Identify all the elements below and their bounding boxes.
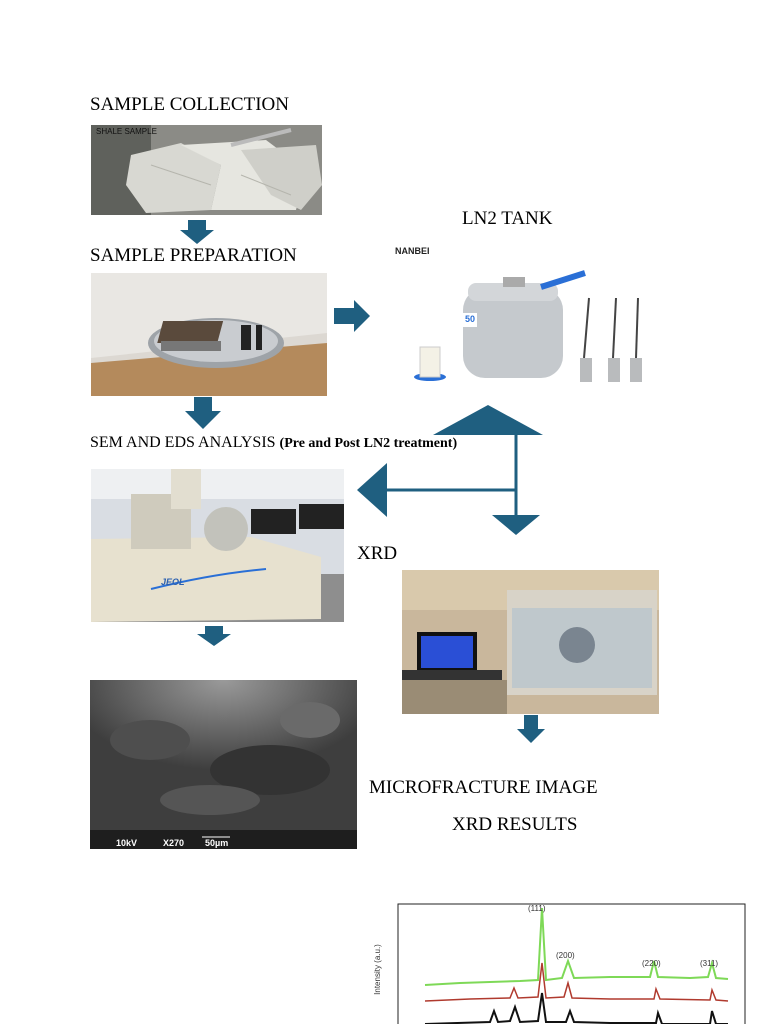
sem-instrument-photo: JEOL xyxy=(91,469,344,622)
label-sample-preparation: SAMPLE PREPARATION xyxy=(90,245,297,266)
label-sem-eds-note: (Pre and Post LN2 treatment) xyxy=(279,436,458,451)
xrd-peak-label-111: (111) xyxy=(528,904,546,913)
sample-preparation-photo xyxy=(91,273,327,396)
arrow-tank-connector xyxy=(357,405,543,535)
sem-brand-text: JEOL xyxy=(161,577,185,587)
label-xrd-results: XRD RESULTS xyxy=(452,814,578,835)
xrd-instrument-photo xyxy=(402,570,659,714)
xrd-peak-label-311: (311) xyxy=(700,959,719,968)
tank-brand-text: NANBEI xyxy=(395,246,430,256)
sem-micrograph-photo: 10kV X270 50µm xyxy=(90,680,357,849)
tank-badge-text: 50 xyxy=(465,314,476,324)
xrd-peak-label-220: (220) xyxy=(642,959,661,968)
xrd-peak-label-200: (200) xyxy=(556,951,575,960)
xrd-ylabel: Intensity (a.u.) xyxy=(372,944,382,995)
shale-sample-caption: SHALE SAMPLE xyxy=(96,127,157,136)
shale-sample-photo: SHALE SAMPLE xyxy=(91,125,322,215)
arrow-sem-to-micrograph xyxy=(197,626,231,646)
label-sem-eds-analysis: SEM AND EDS ANALYSIS (Pre and Post LN2 t… xyxy=(90,434,457,452)
label-ln2-tank: LN2 TANK xyxy=(462,208,553,229)
arrow-xrd-to-results xyxy=(517,715,545,743)
arrow-preparation-to-tank xyxy=(334,300,370,332)
sem-mag-text: X270 xyxy=(163,838,185,848)
arrow-collection-to-preparation xyxy=(180,220,214,244)
label-sample-collection: SAMPLE COLLECTION xyxy=(90,94,289,115)
arrow-preparation-to-sem xyxy=(185,397,221,429)
label-sem-eds-title: SEM AND EDS ANALYSIS xyxy=(90,434,276,451)
label-xrd: XRD xyxy=(357,543,398,564)
xrd-red-curve xyxy=(424,962,729,1002)
xrd-results-chart: (111) (200) (220) (311) Intensity (a.u.) xyxy=(370,903,748,1024)
sem-scale-text: 50µm xyxy=(205,838,229,848)
xrd-black-curve xyxy=(424,992,728,1024)
xrd-green-curve xyxy=(424,907,729,986)
label-microfracture-image: MICROFRACTURE IMAGE xyxy=(369,777,598,798)
ln2-tank-photo: NANBEI 50 xyxy=(393,243,658,388)
sem-kv-text: 10kV xyxy=(116,838,138,848)
